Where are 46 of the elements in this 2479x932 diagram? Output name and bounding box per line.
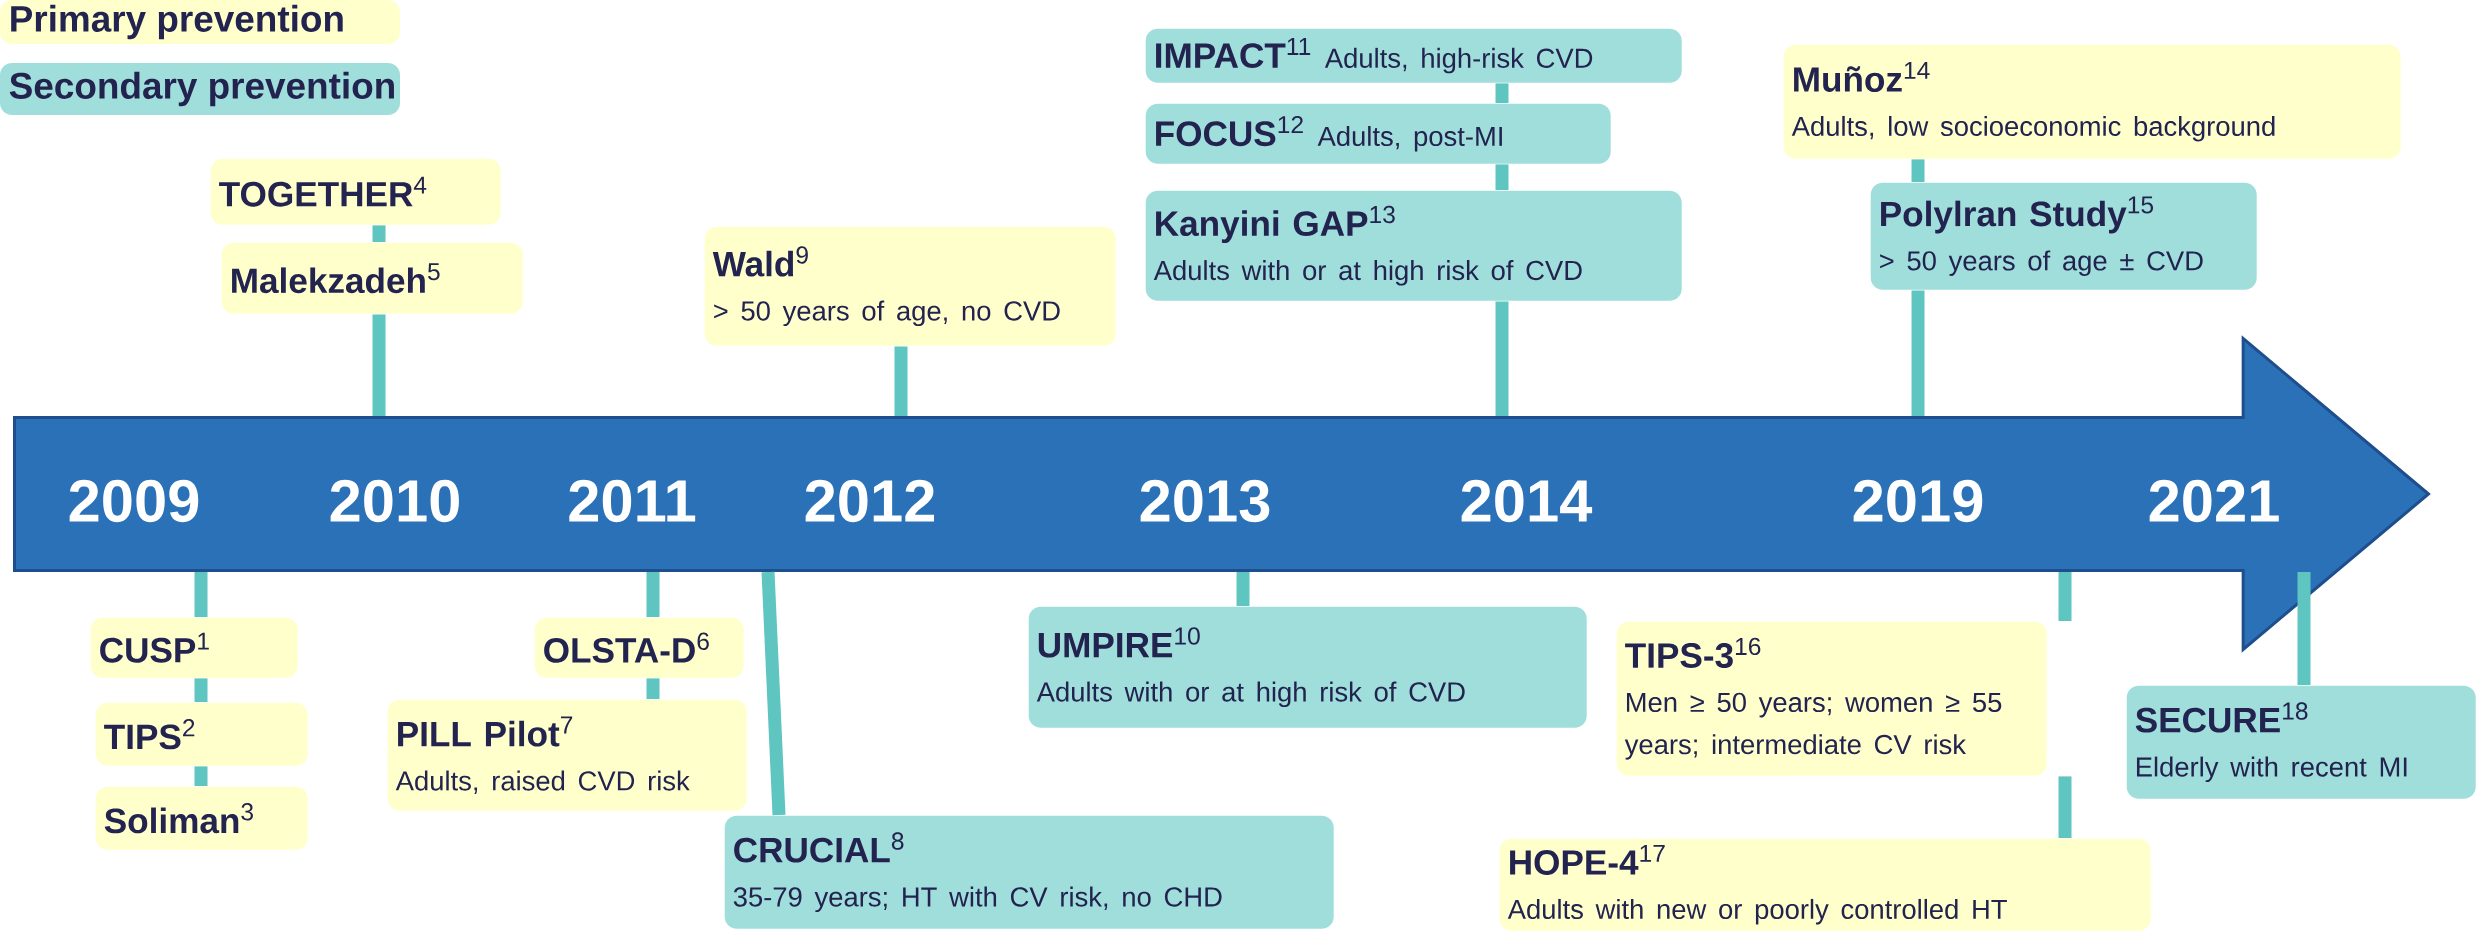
study-box: TOGETHER$^{4}$ bbox=[210, 158, 501, 225]
year-label: 2014 bbox=[1461, 479, 1593, 523]
study-box: TIPS$^{2}$ bbox=[95, 702, 308, 766]
study-box: Polylran Study$^{15}$ > 50 years of age ± CVD bbox=[1870, 182, 2257, 290]
connector-line bbox=[2058, 776, 2072, 838]
study-box: Malekzadeh$^{5}$ bbox=[221, 242, 523, 314]
connector-line bbox=[194, 678, 208, 702]
connector-line bbox=[2297, 572, 2311, 685]
study-box: Wald$^{9}$ > 50 years of age, no CVD bbox=[704, 226, 1116, 346]
connector-line bbox=[646, 678, 660, 699]
study-box: TIPS-3$^{16}$ Men ≥ 50 years; women ≥ 55 years; intermediate CV risk bbox=[1616, 621, 2047, 776]
study-box: PILL Pilot$^{7}$ Adults, raised CVD risk bbox=[387, 699, 747, 811]
study-box: Muñoz$^{14}$ Adults, low socioeconomic background bbox=[1783, 44, 2401, 159]
year-label: 2021 bbox=[2149, 479, 2279, 523]
connector-line bbox=[1236, 572, 1250, 606]
year-label: 2019 bbox=[1853, 479, 1983, 523]
year-label: 2012 bbox=[805, 479, 934, 523]
connector-line bbox=[894, 346, 908, 416]
connector-line bbox=[761, 571, 786, 816]
connector-line bbox=[1911, 159, 1925, 182]
study-box: Kanyini GAP$^{13}$ Adults with or at high risk of CVD bbox=[1145, 190, 1682, 301]
legend-label: Secondary prevention bbox=[9, 71, 394, 107]
connector-line bbox=[194, 572, 208, 617]
legend-label: Primary prevention bbox=[11, 4, 343, 40]
study-box: CUSP$^{1}$ bbox=[90, 617, 298, 678]
connector-line bbox=[194, 766, 208, 786]
year-label: 2011 bbox=[569, 479, 696, 523]
year-label: 2013 bbox=[1140, 479, 1270, 523]
connector-line bbox=[2058, 572, 2072, 621]
study-box: CRUCIAL$^{8}$ 35-79 years; HT with CV risk, no CHD bbox=[724, 815, 1334, 929]
connector-line bbox=[1911, 290, 1925, 416]
connector-line bbox=[646, 572, 660, 617]
connector-line bbox=[372, 314, 386, 416]
study-box: Soliman$^{3}$ bbox=[95, 786, 308, 850]
study-box: OLSTA-D$^{6}$ bbox=[534, 617, 744, 678]
study-box: FOCUS$^{12}$ Adults, post-MI bbox=[1145, 103, 1611, 164]
connector-line bbox=[372, 225, 386, 242]
study-box: SECURE$^{18}$ Elderly with recent MI bbox=[2126, 685, 2476, 799]
connector-line bbox=[1495, 83, 1509, 103]
year-label: 2009 bbox=[69, 479, 199, 523]
connector-line bbox=[1495, 164, 1509, 190]
connector-line bbox=[1495, 301, 1509, 416]
year-label: 2010 bbox=[330, 479, 459, 523]
study-box: HOPE-4$^{17}$ Adults with new or poorly controlled HT bbox=[1499, 838, 2151, 931]
study-box: IMPACT$^{11}$ Adults, high-risk CVD bbox=[1145, 28, 1682, 83]
study-box: UMPIRE$^{10}$ Adults with or at high risk of CVD bbox=[1028, 606, 1587, 728]
